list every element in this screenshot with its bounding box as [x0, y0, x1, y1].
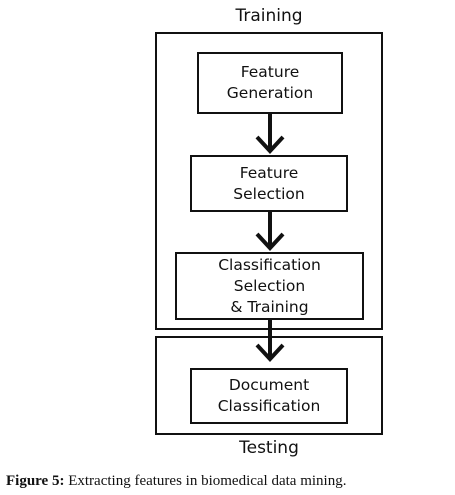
testing-label: Testing	[239, 438, 299, 458]
arrow-down-icon	[255, 212, 285, 251]
arrow-down-icon	[255, 114, 285, 154]
figure-caption-label: Figure 5:	[6, 473, 65, 489]
figure-caption-text: Extracting features in biomedical data m…	[64, 473, 347, 489]
classification-selection-training-box: Classification Selection & Training	[175, 252, 364, 320]
testing-group	[155, 336, 383, 435]
arrow-down-icon	[255, 320, 285, 362]
document-classification-box: Document Classification	[190, 368, 348, 424]
training-label: Training	[235, 6, 303, 26]
feature-selection-box: Feature Selection	[190, 155, 348, 212]
figure-caption: Figure 5: Extracting features in biomedi…	[6, 474, 455, 489]
feature-generation-box: Feature Generation	[197, 52, 343, 114]
